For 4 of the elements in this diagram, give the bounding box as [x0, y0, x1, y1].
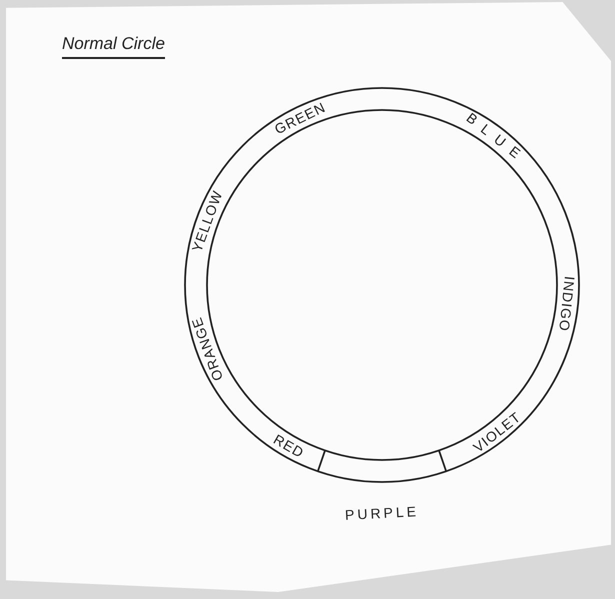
color-label: RED — [271, 432, 307, 460]
color-label: INDIGO — [557, 276, 577, 333]
diagram-title: Normal Circle — [62, 34, 165, 59]
color-label: PURPLE — [344, 504, 420, 522]
